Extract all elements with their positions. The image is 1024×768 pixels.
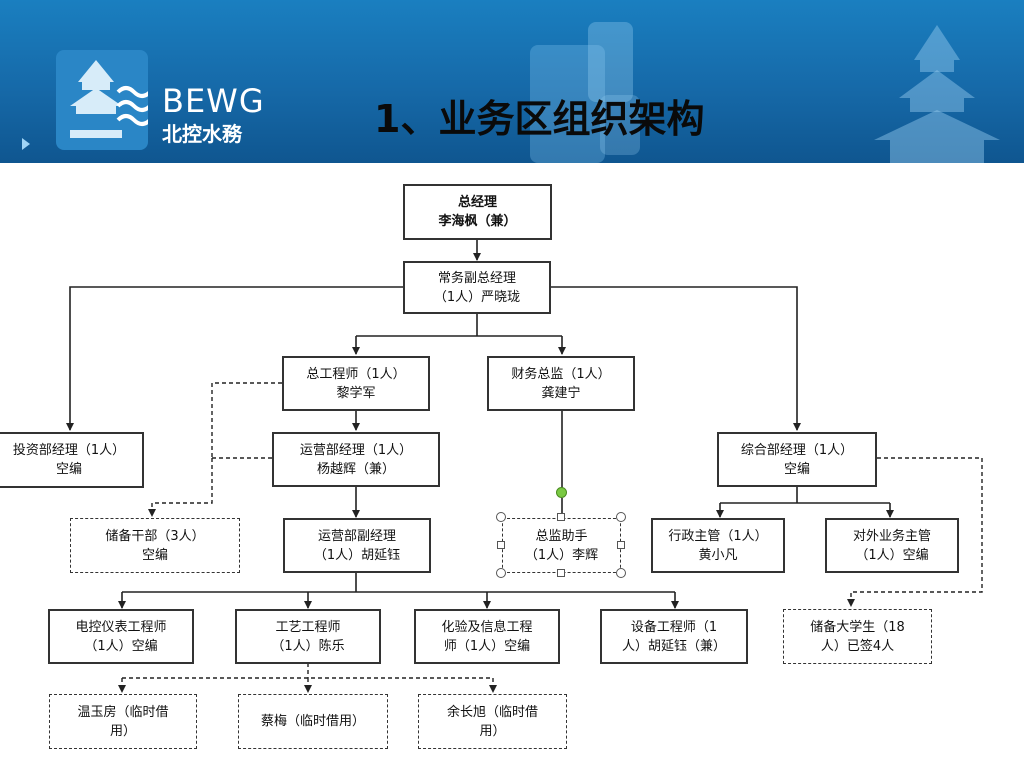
node-line: 储备大学生（18 — [810, 619, 905, 635]
header-decor-block — [600, 95, 640, 155]
org-node-lab-it-engineer: 化验及信息工程 师（1人）空编 — [414, 609, 560, 664]
org-node-operations-deputy-manager: 运营部副经理 （1人）胡延钰 — [283, 518, 431, 573]
org-node-temp-cai: 蔡梅（临时借用） — [238, 694, 388, 749]
node-line: 余长旭（临时借 — [446, 704, 538, 720]
logo-temple-icon — [70, 60, 152, 138]
org-node-investment-manager: 投资部经理（1人） 空编 — [0, 432, 144, 488]
header-decor-block — [588, 22, 633, 102]
node-line: 空编 — [55, 462, 82, 477]
resize-handle-icon[interactable] — [557, 513, 565, 521]
page-title: 1、业务区组织架构 — [374, 97, 705, 141]
node-line: 对外业务主管 — [852, 528, 931, 544]
node-line: 投资部经理（1人） — [12, 443, 126, 458]
org-node-director-assistant[interactable]: 总监助手 （1人）李辉 — [502, 518, 621, 573]
play-arrow-icon — [22, 138, 30, 150]
node-line: 设备工程师（1 — [630, 619, 718, 635]
node-line: 师（1人）空编 — [443, 638, 531, 654]
node-line: 工艺工程师 — [275, 619, 341, 635]
brand-name-cn: 北控水務 — [162, 122, 242, 146]
node-line: （1人）李辉 — [524, 547, 599, 563]
org-node-operations-manager: 运营部经理（1人） 杨越辉（兼） — [272, 432, 440, 487]
org-node-admin-supervisor: 行政主管（1人） 黄小凡 — [651, 518, 785, 573]
resize-handle-icon[interactable] — [496, 568, 506, 578]
node-line: 运营部副经理 — [317, 528, 396, 544]
node-line: 运营部经理（1人） — [299, 442, 413, 458]
org-node-chief-engineer: 总工程师（1人） 黎学军 — [282, 356, 430, 411]
node-line: 总经理 — [457, 195, 497, 210]
node-line: 常务副总经理 — [437, 270, 516, 286]
node-line: 人）已签4人 — [820, 638, 895, 654]
resize-handle-icon[interactable] — [557, 569, 565, 577]
node-line: 用） — [479, 723, 506, 739]
resize-handle-icon[interactable] — [497, 541, 505, 549]
brand-name-en: BEWG — [162, 82, 265, 120]
node-line: 储备干部（3人） — [105, 528, 205, 544]
resize-handle-icon[interactable] — [617, 541, 625, 549]
resize-handle-icon[interactable] — [616, 512, 626, 522]
node-line: （1人）空编 — [84, 638, 158, 654]
resize-handle-icon[interactable] — [496, 512, 506, 522]
org-node-executive-vice-gm: 常务副总经理 （1人）严晓珑 — [403, 261, 551, 314]
node-line: 李海枫（兼） — [438, 214, 517, 229]
org-node-reserve-graduates: 储备大学生（18 人）已签4人 — [783, 609, 932, 664]
node-line: （1人）陈乐 — [271, 638, 345, 654]
node-line: 黎学军 — [336, 385, 376, 401]
bewg-logo — [56, 50, 152, 150]
node-line: 总监助手 — [535, 528, 588, 544]
org-node-equipment-engineer: 设备工程师（1 人）胡延钰（兼） — [600, 609, 748, 664]
node-line: 蔡梅（临时借用） — [260, 714, 365, 729]
node-line: 龚建宁 — [541, 385, 581, 401]
org-node-reserve-cadre: 储备干部（3人） 空编 — [70, 518, 240, 573]
node-line: 用） — [109, 723, 136, 739]
org-node-finance-director: 财务总监（1人） 龚建宁 — [487, 356, 635, 411]
node-line: 温玉房（临时借 — [77, 704, 169, 720]
org-node-general-affairs-manager: 综合部经理（1人） 空编 — [717, 432, 877, 487]
node-line: 人）胡延钰（兼） — [621, 638, 726, 654]
org-node-external-supervisor: 对外业务主管 （1人）空编 — [825, 518, 959, 573]
temple-skyline-watermark — [874, 25, 1000, 163]
node-line: 综合部经理（1人） — [740, 442, 854, 458]
node-line: （1人）胡延钰 — [313, 547, 401, 563]
node-line: 空编 — [141, 547, 168, 563]
node-line: 杨越辉（兼） — [316, 461, 395, 477]
node-line: （1人）严晓珑 — [433, 289, 521, 305]
node-line: 化验及信息工程 — [441, 619, 533, 635]
node-line: （1人）空编 — [855, 547, 929, 563]
slide-header: BEWG 北控水務 1、业务区组织架构 — [0, 0, 1024, 163]
org-node-temp-wen: 温玉房（临时借 用） — [49, 694, 197, 749]
org-node-general-manager: 总经理 李海枫（兼） — [403, 184, 552, 240]
org-node-process-engineer: 工艺工程师 （1人）陈乐 — [235, 609, 381, 664]
node-line: 总工程师（1人） — [306, 366, 406, 382]
rotate-handle-icon[interactable] — [556, 487, 567, 498]
org-node-temp-yu: 余长旭（临时借 用） — [418, 694, 567, 749]
node-line: 空编 — [783, 461, 810, 477]
node-line: 财务总监（1人） — [511, 366, 611, 382]
org-node-electrical-engineer: 电控仪表工程师 （1人）空编 — [48, 609, 194, 664]
node-line: 黄小凡 — [698, 547, 738, 563]
node-line: 电控仪表工程师 — [75, 619, 167, 635]
header-decor-block — [530, 45, 605, 163]
resize-handle-icon[interactable] — [616, 568, 626, 578]
node-line: 行政主管（1人） — [668, 528, 768, 544]
